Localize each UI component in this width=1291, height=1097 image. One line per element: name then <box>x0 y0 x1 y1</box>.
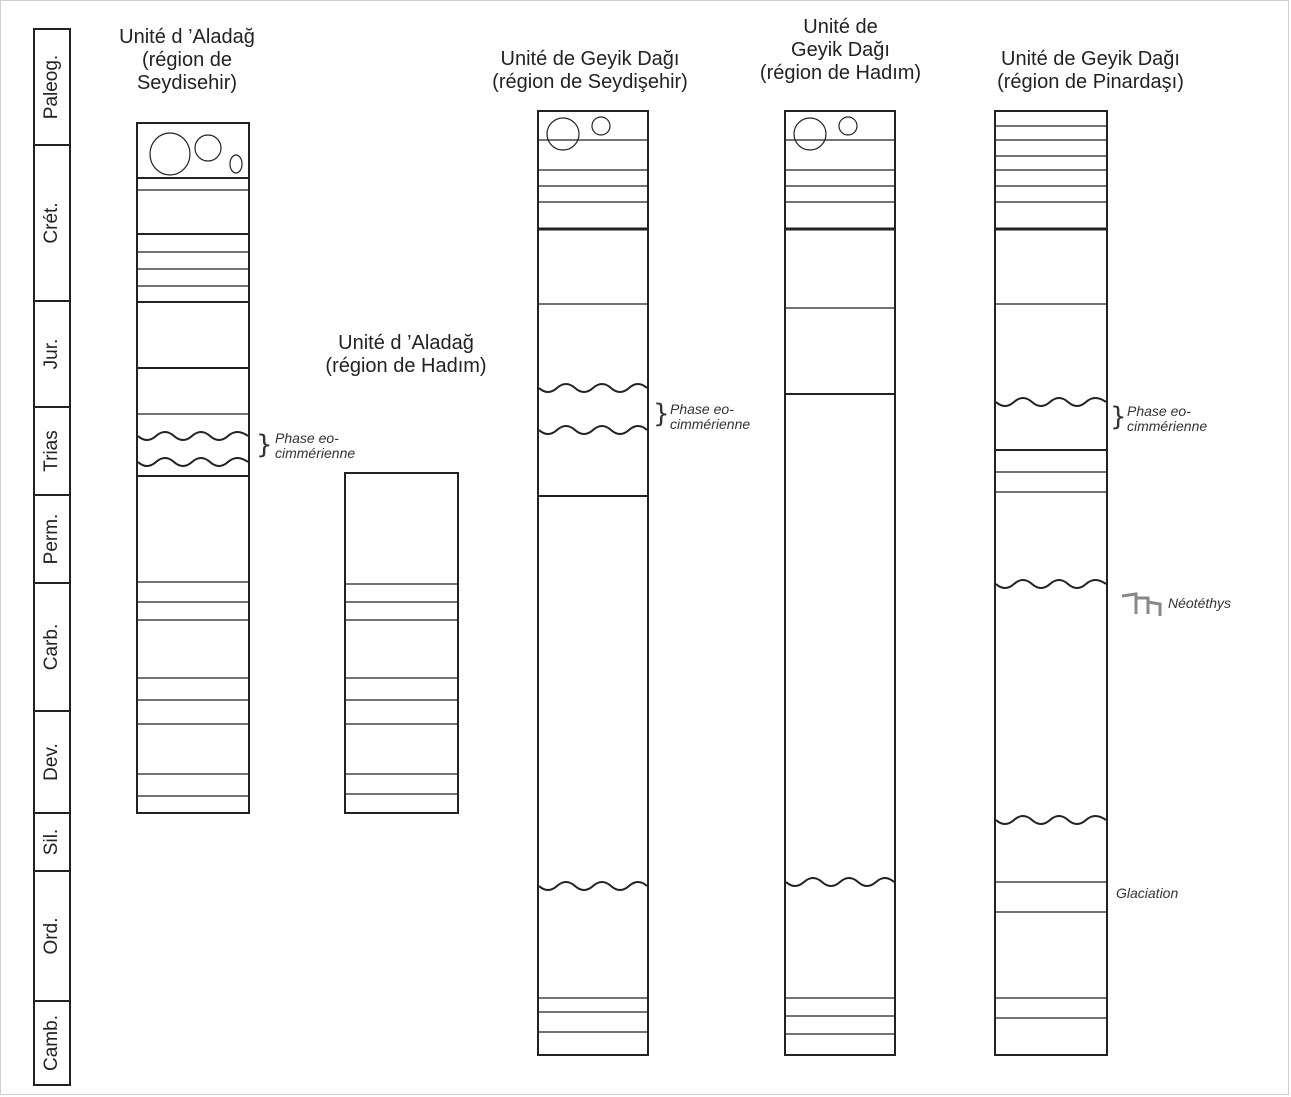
stratigraphic-column-geyik-seydisehir <box>537 110 649 1056</box>
stratigraphic-column-geyik-hadim <box>784 110 896 1056</box>
column-title-geyik-pinardasi: Unité de Geyik Dağı(région de Pinardaşı) <box>958 48 1223 94</box>
era-carboniferous: Carb. <box>33 582 71 712</box>
brace-phase-2: } <box>653 401 670 427</box>
stratigraphic-column-aladag-seydisehir <box>136 122 250 814</box>
annotation-glaciation: Glaciation <box>1116 886 1178 901</box>
stratigraphic-column-geyik-pinardasi <box>994 110 1108 1056</box>
era-triassic: Trias <box>33 406 71 496</box>
era-cretaceous: Crét. <box>33 144 71 302</box>
era-jurassic: Jur. <box>33 300 71 408</box>
brace-phase-3: } <box>1110 404 1127 430</box>
column-title-geyik-seydisehir: Unité de Geyik Dağı(région de Seydişehir… <box>455 48 725 94</box>
era-cambrian: Camb. <box>33 1000 71 1086</box>
annotation-neotethys: Néotéthys <box>1168 596 1231 611</box>
annotation-phase-eo-cimmerienne-2: Phase eo-cimmérienne <box>670 402 750 432</box>
era-silurian: Sil. <box>33 812 71 872</box>
era-devonian: Dev. <box>33 710 71 814</box>
brace-phase-1: } <box>256 432 273 458</box>
column-title-aladag-hadim: Unité d ’Aladağ(région de Hadım) <box>296 332 516 378</box>
annotation-phase-eo-cimmerienne-3: Phase eo-cimmérienne <box>1127 404 1207 434</box>
annotation-phase-eo-cimmerienne-1: Phase eo-cimmérienne <box>275 431 355 461</box>
stratigraphic-column-aladag-hadim <box>344 472 459 814</box>
rift-symbol-icon <box>1120 588 1166 620</box>
era-paleogene: Paleog. <box>33 28 71 146</box>
era-permian: Perm. <box>33 494 71 584</box>
era-ordovician: Ord. <box>33 870 71 1002</box>
